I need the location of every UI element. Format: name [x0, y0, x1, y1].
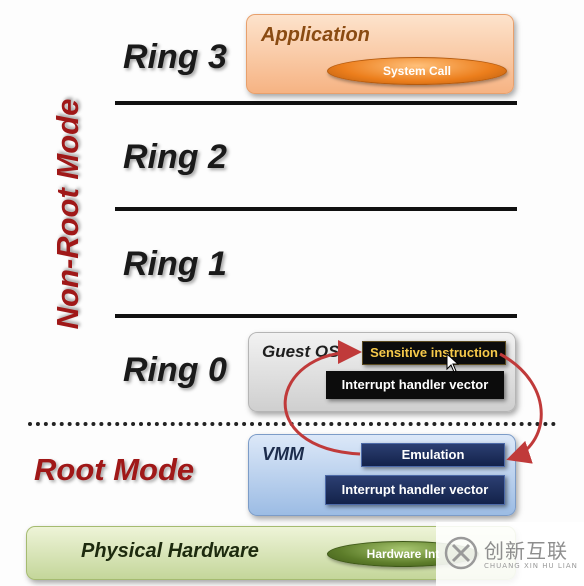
ring-divider — [115, 101, 517, 105]
non-root-mode-label: Non-Root Mode — [50, 98, 85, 330]
emulation-button[interactable]: Emulation — [361, 443, 505, 467]
ring-divider — [115, 314, 517, 318]
physical-hardware-box: Physical Hardware Hardware Int — [26, 526, 516, 580]
application-box: Application System Call — [246, 14, 514, 94]
ring-3-label: Ring 3 — [123, 38, 227, 76]
mode-separator — [28, 422, 556, 426]
guest-os-title: Guest OS — [262, 342, 340, 361]
ring-1-label: Ring 1 — [123, 245, 227, 283]
guest-interrupt-vector-button[interactable]: Interrupt handler vector — [326, 371, 504, 399]
watermark-logo: 创新互联 CHUANG XIN HU LIAN — [436, 522, 584, 586]
application-title: Application — [261, 24, 370, 46]
root-mode-label: Root Mode — [34, 452, 195, 487]
sensitive-instruction-button[interactable]: Sensitive instruction — [362, 341, 506, 365]
vmm-interrupt-vector-button[interactable]: Interrupt handler vector — [325, 475, 505, 505]
vmm-box: VMM Emulation Interrupt handler vector — [248, 434, 516, 516]
watermark-x-icon — [444, 536, 478, 570]
watermark-brand: 创新互联 — [484, 539, 568, 563]
watermark-sub: CHUANG XIN HU LIAN — [484, 562, 578, 570]
system-call-button[interactable]: System Call — [327, 57, 507, 85]
ring-divider — [115, 207, 517, 211]
ring-2-label: Ring 2 — [123, 138, 227, 176]
guest-os-box: Guest OS Sensitive instruction Interrupt… — [248, 332, 516, 412]
vmm-title: VMM — [262, 444, 304, 464]
ring-0-label: Ring 0 — [123, 351, 227, 389]
mouse-cursor-icon — [446, 353, 460, 373]
physical-hardware-title: Physical Hardware — [81, 540, 259, 562]
